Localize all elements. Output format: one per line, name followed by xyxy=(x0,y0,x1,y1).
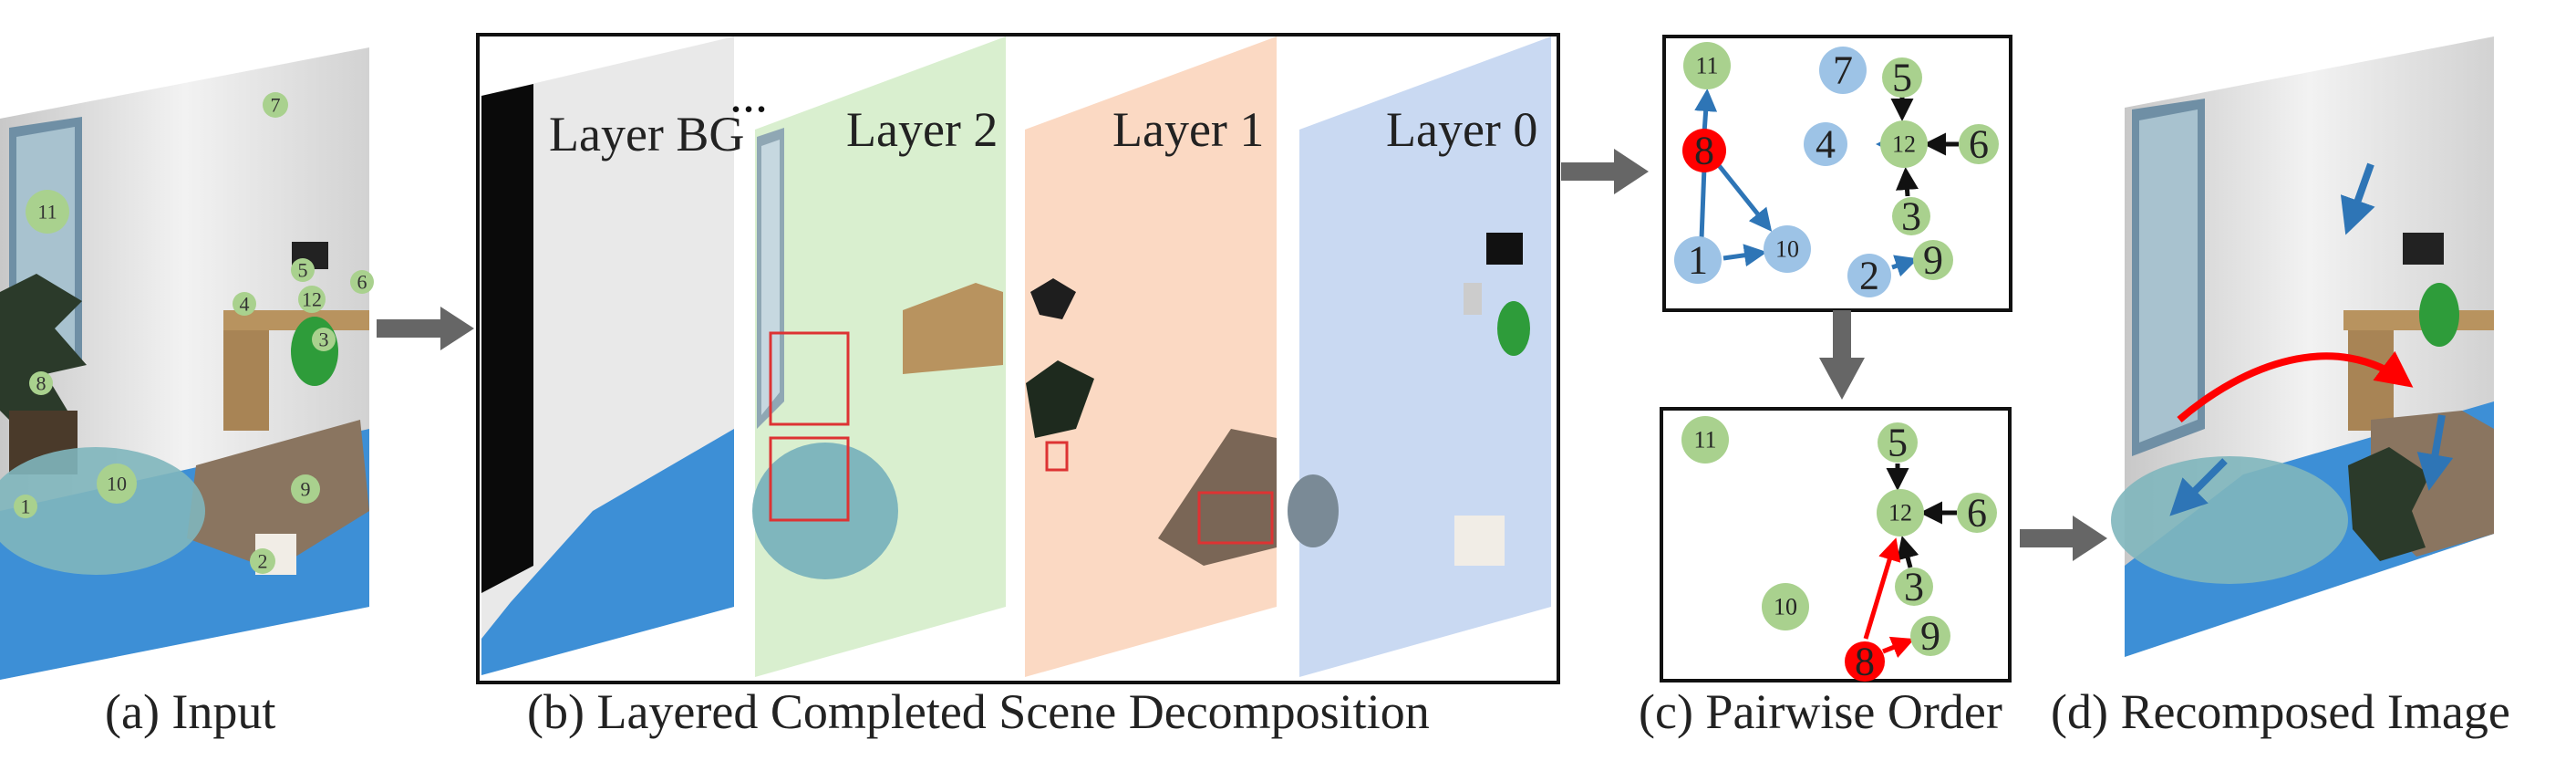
node-9: 9 xyxy=(1913,238,1953,283)
decomposition-panel: Layer BG ... Layer 2 Layer 1 xyxy=(476,33,1560,684)
svg-text:8: 8 xyxy=(1855,640,1875,684)
svg-text:6: 6 xyxy=(1967,491,1987,536)
input-marker: 3 xyxy=(312,328,336,351)
svg-text:9: 9 xyxy=(301,478,311,501)
node-5: 5 xyxy=(1882,56,1922,100)
svg-text:6: 6 xyxy=(1969,122,1989,167)
svg-text:5: 5 xyxy=(1892,56,1912,100)
layer-2-label: Layer 2 xyxy=(846,102,998,157)
svg-text:9: 9 xyxy=(1923,238,1943,283)
svg-text:12: 12 xyxy=(302,288,322,311)
svg-text:11: 11 xyxy=(1693,427,1716,453)
svg-text:11: 11 xyxy=(37,201,57,224)
svg-text:5: 5 xyxy=(1888,421,1908,465)
recomposed-image xyxy=(2111,36,2494,657)
node-2: 2 xyxy=(1847,254,1891,298)
svg-text:2: 2 xyxy=(258,550,268,573)
node-6: 6 xyxy=(1957,491,1997,536)
layer-1: Layer 1 xyxy=(1025,36,1277,677)
arrow-input-to-decomposition xyxy=(377,307,474,350)
node-3: 3 xyxy=(1895,565,1933,610)
svg-text:10: 10 xyxy=(107,473,127,495)
layer-2: Layer 2 xyxy=(752,36,1006,677)
arrow-order-to-recomposed xyxy=(2020,516,2107,561)
svg-text:6: 6 xyxy=(357,271,367,294)
node-12: 12 xyxy=(1880,120,1928,168)
node-6: 6 xyxy=(1959,122,1999,167)
layer-0: Layer 0 xyxy=(1288,36,1551,677)
input-marker: 4 xyxy=(233,292,256,316)
caption-input: (a) Input xyxy=(105,684,276,739)
svg-text:3: 3 xyxy=(319,328,329,351)
node-3: 3 xyxy=(1892,194,1930,239)
caption-recomposed-image: (d) Recomposed Image xyxy=(2051,684,2510,739)
svg-text:3: 3 xyxy=(1901,194,1921,239)
input-marker: 7 xyxy=(263,92,288,118)
svg-text:10: 10 xyxy=(1775,236,1799,263)
node-10: 10 xyxy=(1762,583,1809,630)
node-11: 11 xyxy=(1683,42,1731,89)
svg-text:10: 10 xyxy=(1774,594,1797,620)
svg-text:2: 2 xyxy=(1859,254,1879,298)
node-7: 7 xyxy=(1819,47,1867,94)
node-4: 4 xyxy=(1804,122,1847,167)
input-marker: 11 xyxy=(26,190,69,234)
input-marker: 8 xyxy=(29,371,53,395)
layer-1-label: Layer 1 xyxy=(1112,102,1264,157)
ellipsis: ... xyxy=(729,67,768,123)
input-marker: 10 xyxy=(97,464,137,504)
layer-bg-label: Layer BG xyxy=(549,107,744,161)
input-marker: 9 xyxy=(291,474,320,504)
pairwise-graph-bottom: 11 5 12 6 3 10 9 8 xyxy=(1660,407,2012,684)
svg-text:11: 11 xyxy=(1695,53,1718,79)
svg-text:1: 1 xyxy=(1688,238,1708,283)
svg-text:7: 7 xyxy=(1833,48,1853,93)
svg-text:3: 3 xyxy=(1904,565,1924,610)
svg-text:12: 12 xyxy=(1888,500,1912,526)
layer-0-label: Layer 0 xyxy=(1386,102,1537,157)
svg-text:8: 8 xyxy=(1694,129,1714,173)
input-marker: 1 xyxy=(14,495,37,518)
pairwise-graph-top: 11 8 1 10 7 5 4 12 6 3 2 9 xyxy=(1662,35,2012,312)
svg-text:9: 9 xyxy=(1920,614,1940,659)
caption-decomposition: (b) Layered Completed Scene Decompositio… xyxy=(527,684,1430,739)
input-marker: 6 xyxy=(350,270,374,294)
node-11: 11 xyxy=(1681,416,1729,464)
svg-text:7: 7 xyxy=(271,94,281,117)
node-8: 8 xyxy=(1845,640,1885,684)
arrow-decomposition-to-order xyxy=(1561,149,1649,194)
node-12: 12 xyxy=(1877,489,1924,537)
input-image: 7 11 5 4 12 6 3 8 1 10 9 2 xyxy=(0,47,374,680)
layer-bg: Layer BG xyxy=(481,36,744,675)
svg-text:4: 4 xyxy=(1816,122,1836,167)
arrow-graph-down xyxy=(1819,310,1865,400)
caption-pairwise-order: (c) Pairwise Order xyxy=(1639,684,2002,739)
svg-text:12: 12 xyxy=(1892,131,1916,158)
svg-text:5: 5 xyxy=(298,259,308,282)
svg-text:4: 4 xyxy=(240,293,250,316)
input-marker: 5 xyxy=(291,258,315,282)
input-marker: 2 xyxy=(250,548,275,574)
node-10: 10 xyxy=(1764,225,1811,273)
svg-text:1: 1 xyxy=(21,495,31,518)
input-marker: 12 xyxy=(298,286,326,313)
node-1: 1 xyxy=(1674,236,1722,284)
node-9: 9 xyxy=(1910,614,1950,659)
node-5: 5 xyxy=(1878,421,1918,465)
svg-text:8: 8 xyxy=(36,372,47,395)
node-8: 8 xyxy=(1682,129,1726,173)
